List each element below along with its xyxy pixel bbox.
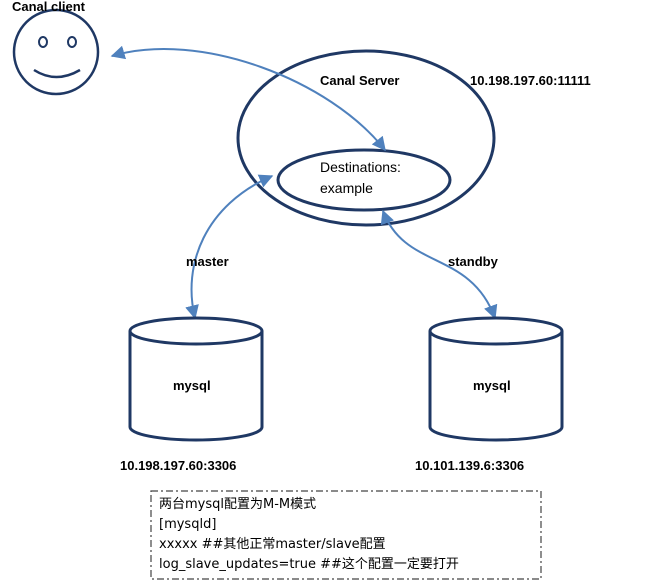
canal-client-smiley-icon <box>12 8 100 96</box>
master-link-arrow <box>185 174 274 320</box>
standby-link-arrow <box>380 209 498 320</box>
destinations-line2: example <box>320 180 373 196</box>
config-note: 两台mysql配置为M-M模式 [mysqld] xxxxx ##其他正常mas… <box>151 491 541 579</box>
mysql-master-cylinder <box>128 316 264 442</box>
mysql-standby-label: mysql <box>473 378 511 393</box>
mysql-standby-address: 10.101.139.6:3306 <box>415 458 524 473</box>
destinations-line1: Destinations: <box>320 159 401 175</box>
canal-server-label: Canal Server <box>320 73 400 88</box>
master-link-label: master <box>186 254 229 269</box>
config-note-line: xxxxx ##其他正常master/slave配置 <box>159 537 386 552</box>
config-note-line: log_slave_updates=true ##这个配置一定要打开 <box>159 557 459 572</box>
config-note-line: 两台mysql配置为M-M模式 <box>159 497 317 512</box>
canal-server-address: 10.198.197.60:11111 <box>470 73 591 88</box>
standby-link-label: standby <box>448 254 499 269</box>
config-note-line: [mysqld] <box>159 517 217 532</box>
canal-client-label: Canal client <box>12 0 86 14</box>
mysql-master-label: mysql <box>173 378 211 393</box>
mysql-master-address: 10.198.197.60:3306 <box>120 458 236 473</box>
mysql-standby-cylinder <box>428 316 564 442</box>
config-note-border <box>150 490 542 580</box>
client-server-arrow <box>110 45 386 152</box>
